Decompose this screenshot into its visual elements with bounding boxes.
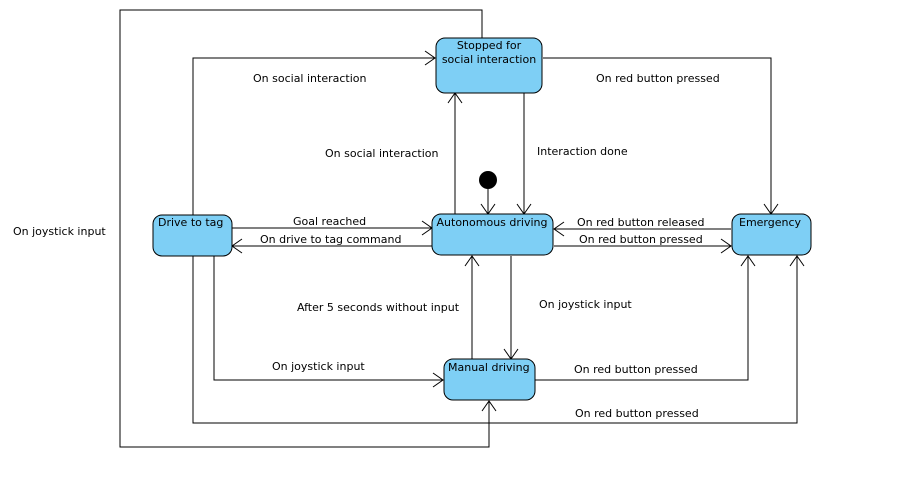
arrowhead-emergency-from-auto [720, 238, 732, 254]
label-drive-to-auto: Goal reached [293, 215, 366, 228]
label-auto-to-emergency: On red button pressed [579, 233, 703, 246]
edge-drive-to-stopped [192, 57, 435, 215]
initial-state-dot [479, 171, 497, 189]
label-emergency-to-auto: On red button released [577, 216, 705, 229]
label-manual-to-auto: After 5 seconds without input [297, 301, 460, 314]
state-manual-label: Manual driving [448, 361, 530, 374]
label-auto-to-drive: On drive to tag command [260, 233, 401, 246]
label-stopped-to-manual: On joystick input [13, 225, 106, 238]
edge-stopped-to-manual [119, 9, 490, 448]
state-emergency: Emergency [731, 213, 812, 256]
state-stopped-for-social-interaction: Stopped for social interaction [435, 37, 543, 94]
arrowhead-auto-from-emergency [553, 221, 565, 237]
arrowhead-emergency-from-manual [740, 255, 756, 267]
arrowhead-manual-from-stopped [481, 400, 497, 412]
arrowhead-stopped-from-drive [424, 50, 436, 66]
state-drive-to-tag: Drive to tag [152, 214, 233, 257]
edge-manual-to-emergency [535, 256, 749, 381]
state-stopped-label-line1: Stopped for [457, 39, 522, 52]
label-stopped-to-emergency: On red button pressed [596, 72, 720, 85]
label-drive-to-manual: On joystick input [272, 360, 365, 373]
state-autonomous-driving: Autonomous driving [431, 213, 554, 256]
label-drive-to-stopped: On social interaction [253, 72, 367, 85]
label-auto-to-manual: On joystick input [539, 298, 632, 311]
edge-drive-to-emergency [192, 256, 798, 424]
arrowhead-manual-from-drive [432, 372, 444, 388]
label-stopped-to-auto: Interaction done [537, 145, 628, 158]
state-drive-to-tag-label: Drive to tag [158, 216, 223, 229]
edge-stopped-to-emergency [543, 57, 772, 214]
state-emergency-label: Emergency [739, 216, 802, 229]
label-auto-to-stopped: On social interaction [325, 147, 439, 160]
arrowhead-emergency-from-drive [789, 255, 805, 267]
state-manual-driving: Manual driving [443, 358, 536, 401]
state-autonomous-label: Autonomous driving [437, 216, 548, 229]
state-stopped-label-line2: social interaction [442, 53, 536, 66]
label-manual-to-emergency: On red button pressed [574, 363, 698, 376]
edge-drive-to-manual [213, 256, 443, 381]
arrowhead-auto-from-manual [464, 255, 480, 267]
label-drive-to-emergency: On red button pressed [575, 407, 699, 420]
